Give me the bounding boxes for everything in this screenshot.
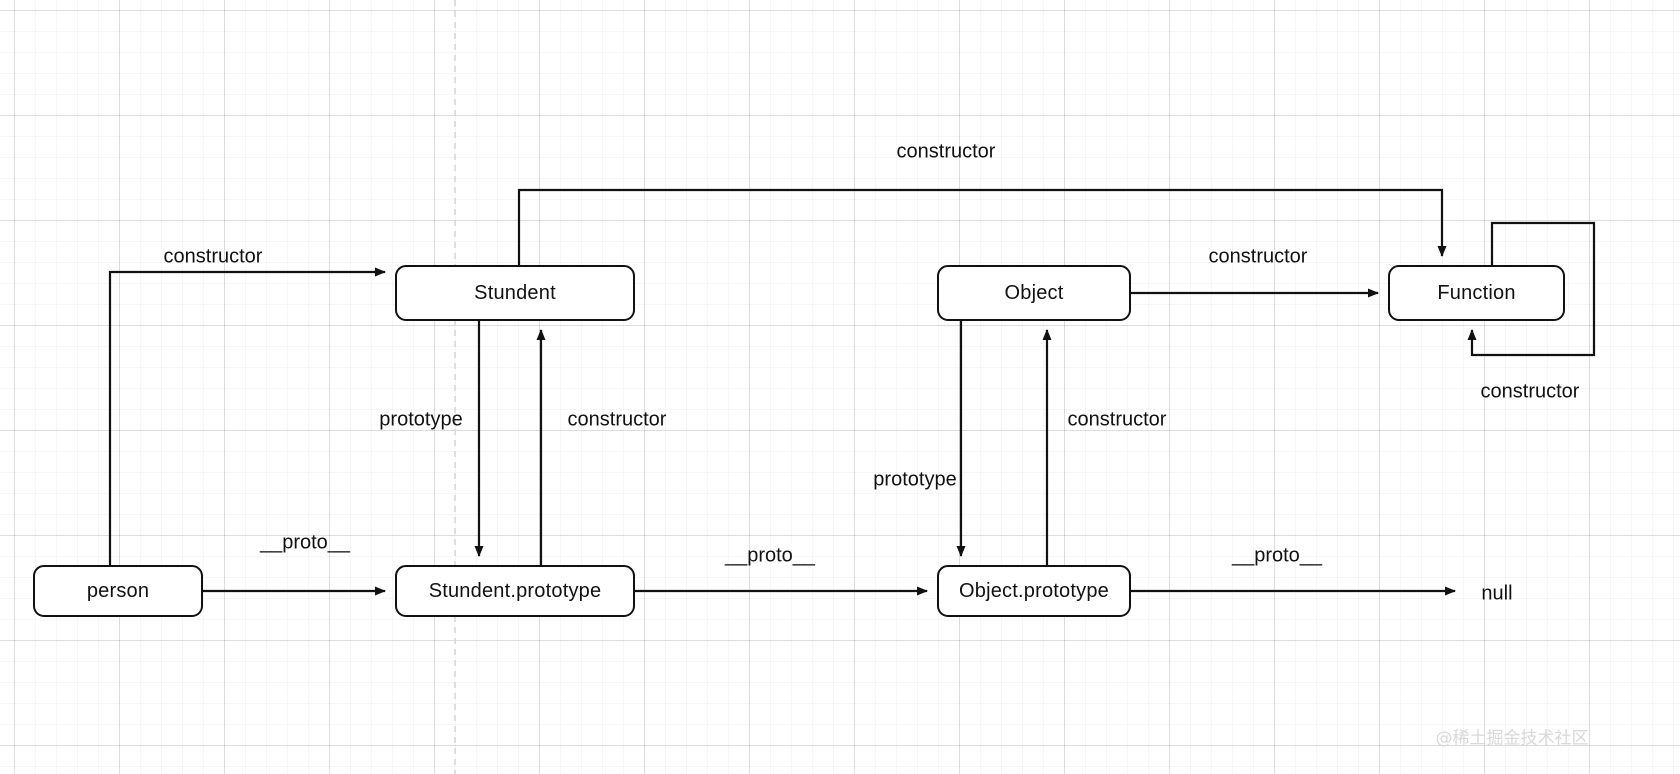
node-stundent-prototype[interactable]: Stundent.prototype — [395, 565, 635, 617]
edge-label-object-prototype-to-null-proto: __proto__ — [1231, 544, 1323, 567]
node-object[interactable]: Object — [937, 265, 1131, 321]
watermark: @稀土掘金技术社区 — [1435, 728, 1589, 749]
node-stundent[interactable]: Stundent — [395, 265, 635, 321]
edge-label-person-to-stundent-constructor: constructor — [163, 245, 263, 268]
node-stundent-label: Stundent — [474, 281, 556, 304]
edge-label-stundent-to-stundent-prototype-prototype: prototype — [379, 408, 463, 431]
node-object-prototype[interactable]: Object.prototype — [937, 565, 1131, 617]
edge-label-person-to-stundent-prototype-proto: __proto__ — [259, 531, 351, 554]
edge-label-object-prototype-to-object-constructor: constructor — [1067, 408, 1167, 431]
edge-label-stundent-prototype-to-stundent-constructor: constructor — [567, 408, 667, 431]
edge-label-object-to-object-prototype-prototype: prototype — [873, 468, 957, 491]
node-object-label: Object — [1004, 281, 1064, 304]
node-function[interactable]: Function — [1388, 265, 1565, 321]
label-null-terminal: null — [1481, 582, 1513, 605]
node-function-label: Function — [1437, 281, 1516, 304]
node-person[interactable]: person — [33, 565, 203, 617]
edge-label-object-to-function-constructor: constructor — [1208, 245, 1308, 268]
edge-person-to-stundent-constructor — [108, 267, 386, 565]
edge-label-stundent-prototype-to-object-prototype-proto: __proto__ — [724, 544, 816, 567]
node-person-label: person — [86, 579, 150, 602]
node-stundent-prototype-label: Stundent.prototype — [428, 579, 602, 602]
edge-label-function-self-constructor: constructor — [1480, 380, 1580, 403]
edge-label-stundent-to-function-constructor: constructor — [896, 140, 996, 163]
edge-stundent-to-function-constructor — [517, 188, 1447, 265]
edge-function-self-constructor — [1467, 221, 1596, 357]
node-object-prototype-label: Object.prototype — [959, 579, 1109, 602]
